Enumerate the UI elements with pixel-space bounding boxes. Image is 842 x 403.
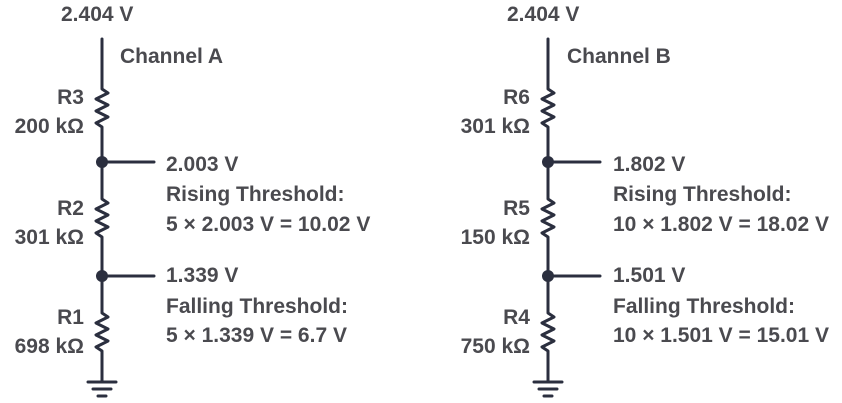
channel-b-r6-name: R6: [503, 86, 530, 109]
channel-a-r2-name: R2: [57, 197, 84, 220]
channel-b-r4-value: 750 kΩ: [461, 335, 530, 358]
channel-b-falling-threshold-label: Falling Threshold:: [613, 295, 795, 318]
channel-a-r2-value: 301 kΩ: [15, 226, 84, 249]
channel-a-falling-threshold-label: Falling Threshold:: [166, 295, 348, 318]
channel-a-supply-voltage: 2.404 V: [61, 3, 133, 26]
channel-a-falling-threshold-equation: 5 × 1.339 V = 6.7 V: [166, 324, 347, 347]
channel-b-circuit: 2.404 V Channel B R6 301 kΩ R5 150 kΩ R4…: [461, 3, 829, 398]
channel-a-r2-resistor-symbol: [94, 194, 110, 242]
channel-a-r1-value: 698 kΩ: [15, 335, 84, 358]
channel-b-lower-node-voltage: 1.501 V: [613, 264, 685, 287]
channel-b-r4-name: R4: [503, 306, 530, 329]
channel-b-r5-resistor-symbol: [540, 194, 556, 242]
channel-b-r5-value: 150 kΩ: [461, 226, 530, 249]
channel-a-rising-threshold-equation: 5 × 2.003 V = 10.02 V: [166, 213, 370, 236]
channel-a-circuit: 2.404 V Channel A R3 200 kΩ R2 301 kΩ R1…: [15, 3, 370, 398]
channel-b-title: Channel B: [567, 45, 671, 68]
channel-a-r1-name: R1: [57, 306, 84, 329]
channel-b-r6-value: 301 kΩ: [461, 115, 530, 138]
channel-a-r1-resistor-symbol: [94, 308, 110, 356]
channel-b-ground-icon: [532, 380, 564, 398]
channel-a-r3-value: 200 kΩ: [15, 115, 84, 138]
channel-a-r3-resistor-symbol: [94, 84, 110, 132]
channel-a-ground-icon: [86, 380, 118, 398]
channel-b-rising-threshold-label: Rising Threshold:: [613, 183, 792, 206]
channel-b-r5-name: R5: [503, 197, 530, 220]
channel-b-rising-threshold-equation: 10 × 1.802 V = 18.02 V: [613, 213, 829, 236]
channel-a-lower-node-voltage: 1.339 V: [166, 264, 238, 287]
channel-a-title: Channel A: [120, 45, 223, 68]
channel-a-upper-node-voltage: 2.003 V: [166, 153, 238, 176]
channel-a-rising-threshold-label: Rising Threshold:: [166, 183, 345, 206]
channel-b-upper-node-voltage: 1.802 V: [613, 153, 685, 176]
channel-a-r3-name: R3: [57, 86, 84, 109]
channel-b-supply-voltage: 2.404 V: [507, 3, 579, 26]
channel-b-falling-threshold-equation: 10 × 1.501 V = 15.01 V: [613, 324, 829, 347]
channel-b-r4-resistor-symbol: [540, 308, 556, 356]
channel-b-r6-resistor-symbol: [540, 84, 556, 132]
